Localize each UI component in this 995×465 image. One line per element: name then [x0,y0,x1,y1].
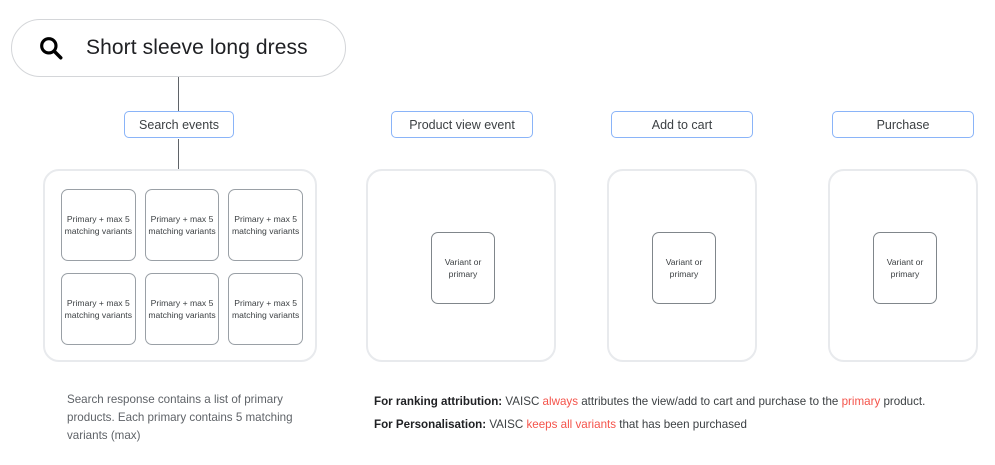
primary-card[interactable]: Primary + max 5 matching variants [61,189,136,261]
note-ranking-highlight-always: always [542,395,578,408]
label-purchase-text: Purchase [876,117,930,132]
note-personalisation-highlight-variants: keeps all variants [526,417,617,431]
panel-search-results: Primary + max 5 matching variants Primar… [43,169,317,362]
label-add-to-cart[interactable]: Add to cart [611,111,753,138]
primary-card[interactable]: Primary + max 5 matching variants [144,273,220,345]
note-personalisation-lead: For Personalisation: [374,417,487,431]
label-add-to-cart-text: Add to cart [651,117,713,132]
primary-card[interactable]: Primary + max 5 matching variants [228,273,303,345]
label-search-events[interactable]: Search events [124,111,234,138]
panel-purchase: Variant or primary [828,169,978,362]
label-product-view-event[interactable]: Product view event [391,111,533,138]
note-personalisation: For Personalisation: VAISC keeps all var… [374,414,986,437]
note-personalisation-part2: that has been purchased [616,417,747,431]
panel-add-to-cart: Variant or primary [607,169,757,362]
connector-line-search-to-label [178,77,179,111]
primary-card[interactable]: Primary + max 5 matching variants [61,273,136,345]
variant-or-primary-card[interactable]: Variant or primary [873,232,937,304]
note-personalisation-part1: VAISC [486,417,527,431]
variant-or-primary-card[interactable]: Variant or primary [431,232,495,304]
search-bar[interactable]: Short sleeve long dress [11,19,346,77]
annotation-notes: For ranking attribution: VAISC always at… [374,391,986,436]
label-product-view-event-text: Product view event [409,117,515,132]
connector-line-label-to-panel [178,139,179,169]
primary-card-grid: Primary + max 5 matching variants Primar… [61,189,303,345]
caption-search-response: Search response contains a list of prima… [67,393,293,442]
variant-or-primary-card[interactable]: Variant or primary [652,232,716,304]
label-search-events-text: Search events [139,117,219,132]
note-ranking-highlight-primary: primary [841,395,881,408]
note-ranking-part3: product. [880,395,926,408]
note-ranking-part2: attributes the view/add to cart and purc… [578,395,842,408]
search-query-text: Short sleeve long dress [86,36,308,59]
primary-card[interactable]: Primary + max 5 matching variants [228,189,303,261]
search-icon [40,37,63,60]
note-ranking-lead: For ranking attribution: [374,395,503,408]
primary-card[interactable]: Primary + max 5 matching variants [144,189,220,261]
note-ranking-attribution: For ranking attribution: VAISC always at… [374,391,986,414]
label-purchase[interactable]: Purchase [832,111,974,138]
panel-product-view: Variant or primary [366,169,556,362]
note-ranking-part1: VAISC [502,395,543,408]
